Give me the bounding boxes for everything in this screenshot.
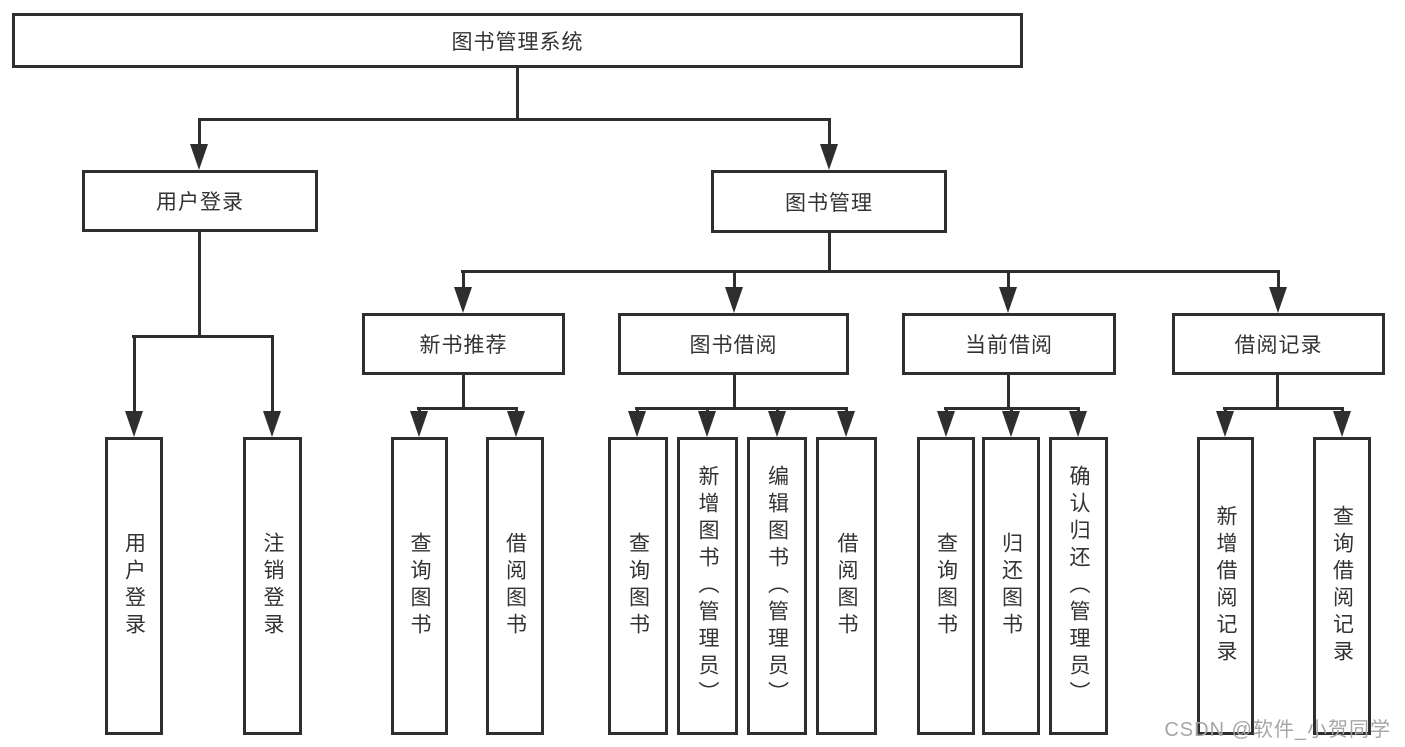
leaf-query-books-current: 查询图书 — [917, 437, 975, 735]
leaf-borrow-books-recommend: 借阅图书 — [486, 437, 544, 735]
arrowhead-down — [1002, 411, 1020, 437]
node-borrow-records: 借阅记录 — [1172, 313, 1385, 375]
node-current-borrowing: 当前借阅 — [902, 313, 1116, 375]
connector-vline — [733, 270, 736, 289]
node-label: 图书管理 — [785, 191, 873, 215]
arrowhead-down — [768, 411, 786, 437]
node-label: 借阅图书 — [835, 532, 859, 640]
node-label: 用户登录 — [122, 532, 146, 640]
arrowhead-down — [190, 144, 208, 170]
leaf-return-book: 归还图书 — [982, 437, 1040, 735]
node-label: 用户登录 — [156, 191, 244, 214]
node-book-management: 图书管理 — [711, 170, 947, 233]
connector-hline — [635, 407, 847, 410]
node-label: 查询借阅记录 — [1330, 505, 1354, 667]
connector-vline — [462, 375, 465, 407]
node-label: 新增图书（管理员） — [696, 464, 720, 708]
leaf-query-borrow-record: 查询借阅记录 — [1313, 437, 1371, 735]
node-new-book-recommend: 新书推荐 — [362, 313, 565, 375]
connector-vline — [1277, 270, 1280, 289]
node-label: 借阅图书 — [503, 532, 527, 640]
arrowhead-down — [698, 411, 716, 437]
leaf-query-books-recommend: 查询图书 — [391, 437, 448, 735]
leaf-logout: 注销登录 — [243, 437, 302, 735]
arrowhead-down — [410, 411, 428, 437]
node-label: 确认归还（管理员） — [1067, 464, 1091, 708]
connector-hline — [461, 270, 1280, 273]
node-label: 编辑图书（管理员） — [765, 464, 789, 708]
arrowhead-down — [1269, 287, 1287, 313]
leaf-confirm-return-admin: 确认归还（管理员） — [1049, 437, 1108, 735]
connector-vline — [516, 68, 519, 118]
node-label: 查询图书 — [626, 532, 650, 640]
csdn-watermark: CSDN @软件_小贺同学 — [1164, 719, 1391, 741]
arrowhead-down — [263, 411, 281, 437]
node-label: 当前借阅 — [965, 334, 1053, 357]
connector-vline — [1276, 375, 1279, 407]
arrowhead-down — [1333, 411, 1351, 437]
leaf-add-borrow-record: 新增借阅记录 — [1197, 437, 1254, 735]
arrowhead-down — [725, 287, 743, 313]
connector-vline — [198, 118, 201, 146]
connector-vline — [271, 335, 274, 413]
node-label: 新增借阅记录 — [1214, 505, 1238, 667]
node-book-borrowing: 图书借阅 — [618, 313, 849, 375]
arrowhead-down — [454, 287, 472, 313]
node-label: 注销登录 — [261, 532, 285, 640]
arrowhead-down — [1216, 411, 1234, 437]
arrowhead-down — [937, 411, 955, 437]
node-label: 借阅记录 — [1234, 334, 1323, 357]
leaf-query-books-borrowing: 查询图书 — [608, 437, 668, 735]
node-label: 查询图书 — [934, 532, 958, 640]
connector-vline — [1007, 375, 1010, 407]
connector-hline — [417, 407, 518, 410]
connector-hline — [198, 118, 831, 121]
arrowhead-down — [820, 144, 838, 170]
leaf-add-book-admin: 新增图书（管理员） — [677, 437, 738, 735]
node-user-login: 用户登录 — [82, 170, 318, 232]
connector-vline — [133, 335, 136, 413]
arrowhead-down — [837, 411, 855, 437]
connector-hline — [132, 335, 273, 338]
leaf-edit-book-admin: 编辑图书（管理员） — [747, 437, 807, 735]
node-library-system: 图书管理系统 — [12, 13, 1023, 68]
connector-vline — [828, 233, 831, 270]
node-label: 新书推荐 — [419, 334, 508, 357]
node-label: 查询图书 — [408, 532, 432, 640]
arrowhead-down — [999, 287, 1017, 313]
node-label: 图书管理系统 — [451, 30, 584, 54]
arrowhead-down — [507, 411, 525, 437]
connector-vline — [828, 118, 831, 146]
leaf-borrow-books-borrowing: 借阅图书 — [816, 437, 877, 735]
connector-vline — [198, 232, 201, 335]
node-label: 图书借阅 — [689, 334, 778, 357]
arrowhead-down — [125, 411, 143, 437]
connector-vline — [1007, 270, 1010, 289]
leaf-user-login: 用户登录 — [105, 437, 163, 735]
arrowhead-down — [1069, 411, 1087, 437]
arrowhead-down — [628, 411, 646, 437]
node-label: 归还图书 — [999, 532, 1023, 640]
connector-vline — [462, 270, 465, 289]
connector-vline — [733, 375, 736, 407]
connector-hline — [1223, 407, 1344, 410]
